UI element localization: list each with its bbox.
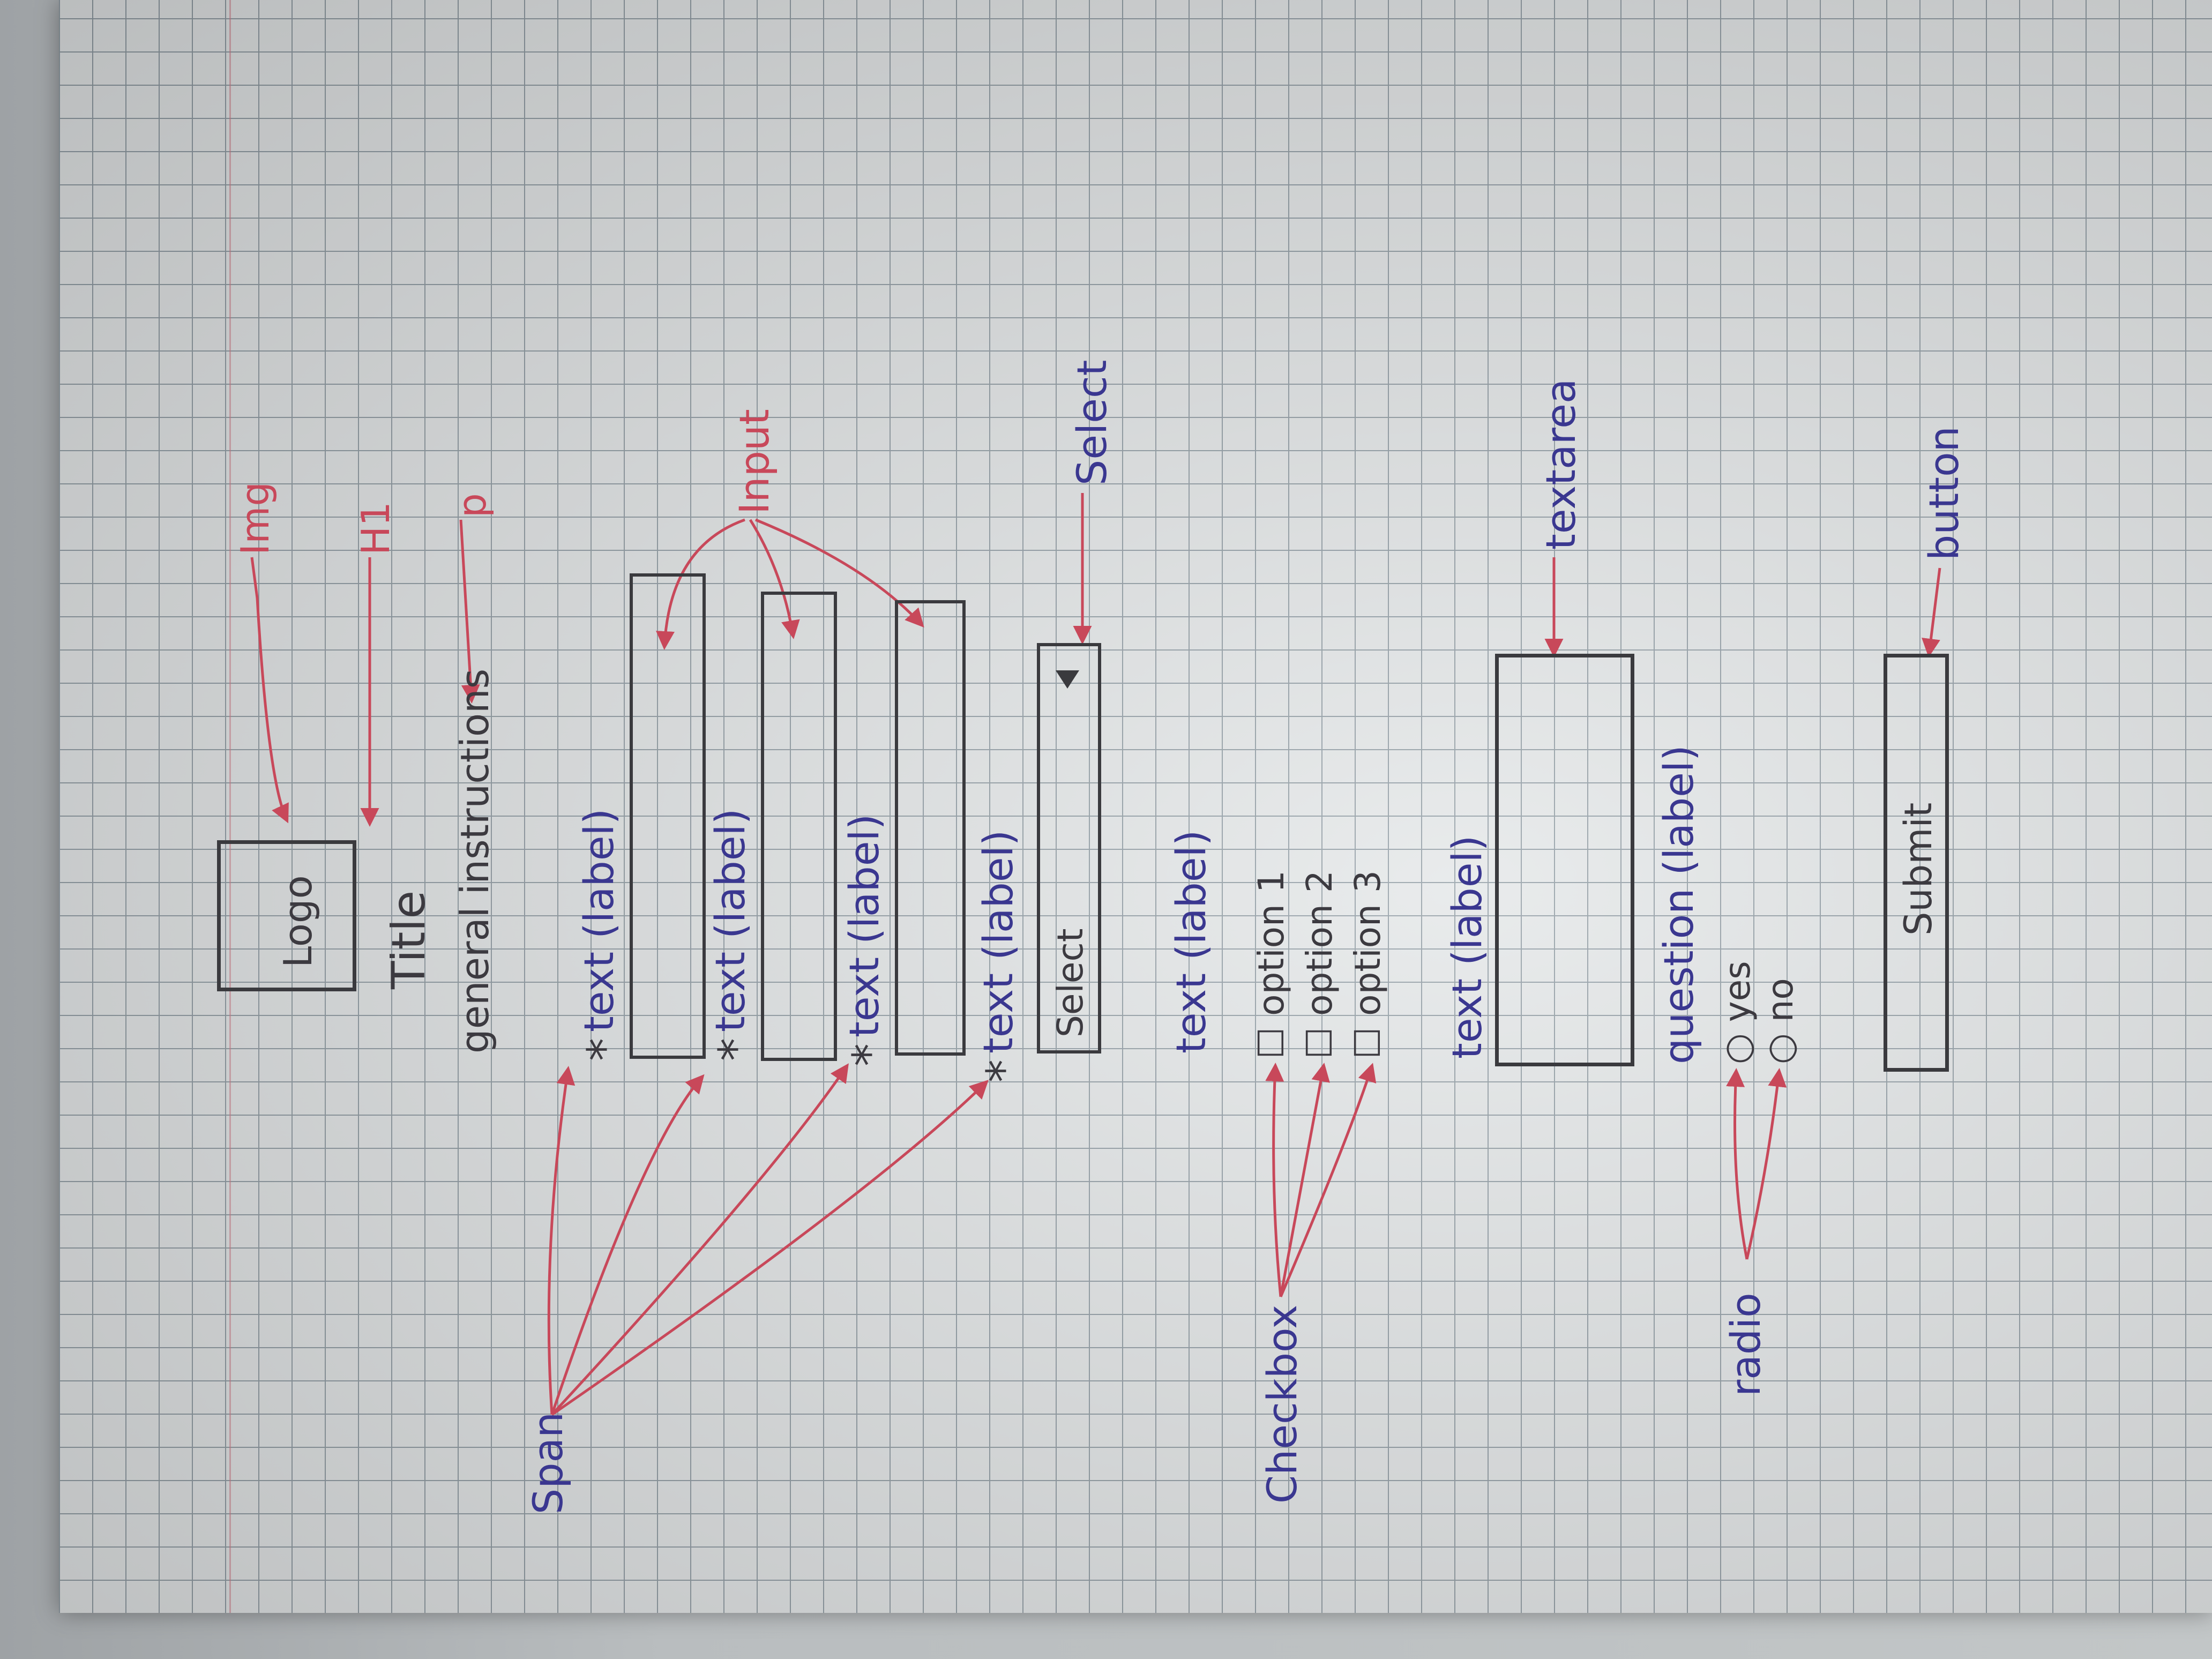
checkbox-group-label: text (label) <box>1167 829 1215 1053</box>
arrow-span-1 <box>547 1066 576 1415</box>
required-star-2: * <box>709 1038 763 1061</box>
radio-option-no[interactable]: ○ no <box>1760 978 1801 1064</box>
annotation-img: Img <box>233 481 278 555</box>
select-text: Select <box>1050 928 1091 1037</box>
checkbox-icon: ☐ <box>1347 1027 1388 1059</box>
submit-button-label: Submit <box>1896 802 1940 936</box>
annotation-p: p <box>450 493 495 518</box>
checkbox-option-3-label: option 3 <box>1347 870 1388 1016</box>
general-instructions: general instructions <box>452 668 497 1053</box>
radio-option-yes-label: yes <box>1717 961 1758 1022</box>
annotation-span: Span <box>524 1411 572 1514</box>
arrow-radio-1 <box>1726 1068 1748 1260</box>
arrow-button <box>1922 567 1941 657</box>
annotation-textarea: textarea <box>1537 378 1585 550</box>
text-input-3[interactable] <box>895 600 966 1056</box>
textarea[interactable] <box>1495 654 1634 1066</box>
radio-circle-icon: ○ <box>1760 1033 1801 1064</box>
field-label-2: text (label) <box>706 809 754 1032</box>
field-label-text-2: text <box>706 952 754 1032</box>
graph-paper-sheet <box>59 0 2212 1613</box>
arrow-input-3 <box>755 518 924 628</box>
field-label-1: text (label) <box>575 809 623 1032</box>
radio-circle-icon: ○ <box>1717 1033 1758 1064</box>
arrow-span-2 <box>550 1074 705 1415</box>
required-star-4: * <box>977 1059 1030 1082</box>
annotation-checkbox: Checkbox <box>1258 1304 1306 1504</box>
arrow-span-4 <box>551 1080 989 1416</box>
checkbox-option-2[interactable]: ☐ option 2 <box>1299 870 1340 1059</box>
checkbox-option-1[interactable]: ☐ option 1 <box>1251 870 1292 1059</box>
arrow-input-2 <box>749 519 800 639</box>
textarea-label: text (label) <box>1443 835 1491 1059</box>
logo-text: Logo <box>275 875 320 968</box>
arrow-span-3 <box>551 1063 849 1416</box>
checkbox-option-3[interactable]: ☐ option 3 <box>1347 870 1388 1059</box>
arrow-input-1 <box>656 518 745 650</box>
annotation-select: Select <box>1068 360 1116 485</box>
text-input-1[interactable] <box>630 573 706 1059</box>
checkbox-option-1-label: option 1 <box>1251 870 1292 1016</box>
radio-option-yes[interactable]: ○ yes <box>1717 961 1758 1064</box>
radio-option-no-label: no <box>1760 978 1801 1022</box>
required-star-3: * <box>843 1043 896 1066</box>
field-label-4: text (label) <box>974 830 1022 1053</box>
arrow-radio-2 <box>1745 1068 1787 1260</box>
annotation-button: button <box>1920 426 1968 561</box>
arrow-checkbox-1 <box>1265 1063 1284 1297</box>
checkbox-option-2-label: option 2 <box>1299 870 1340 1016</box>
checkbox-icon: ☐ <box>1299 1027 1340 1059</box>
annotation-radio: radio <box>1722 1292 1769 1396</box>
field-label-hint-4: (label) <box>974 829 1022 960</box>
field-label-text-1: text <box>575 952 623 1032</box>
arrow-img-logo <box>250 557 289 824</box>
field-label-hint-1: (label) <box>575 808 623 939</box>
field-label-3: text (label) <box>840 814 888 1037</box>
arrow-checkbox-3 <box>1279 1063 1377 1297</box>
page-title: Title <box>382 890 436 989</box>
arrow-checkbox-2 <box>1279 1063 1330 1297</box>
annotation-input: Input <box>730 409 778 514</box>
triangle-down-icon <box>1056 670 1079 689</box>
checkbox-icon: ☐ <box>1251 1027 1292 1059</box>
annotation-h1: H1 <box>353 502 398 555</box>
field-label-hint-2: (label) <box>706 808 754 939</box>
text-input-2[interactable] <box>761 592 837 1061</box>
required-star-1: * <box>578 1038 631 1061</box>
radio-question-label: question (label) <box>1655 745 1702 1064</box>
field-label-text-3: text <box>840 957 888 1037</box>
arrow-p-instructions <box>459 519 480 704</box>
field-label-text-4: text <box>974 973 1022 1053</box>
field-label-hint-3: (label) <box>840 813 888 944</box>
